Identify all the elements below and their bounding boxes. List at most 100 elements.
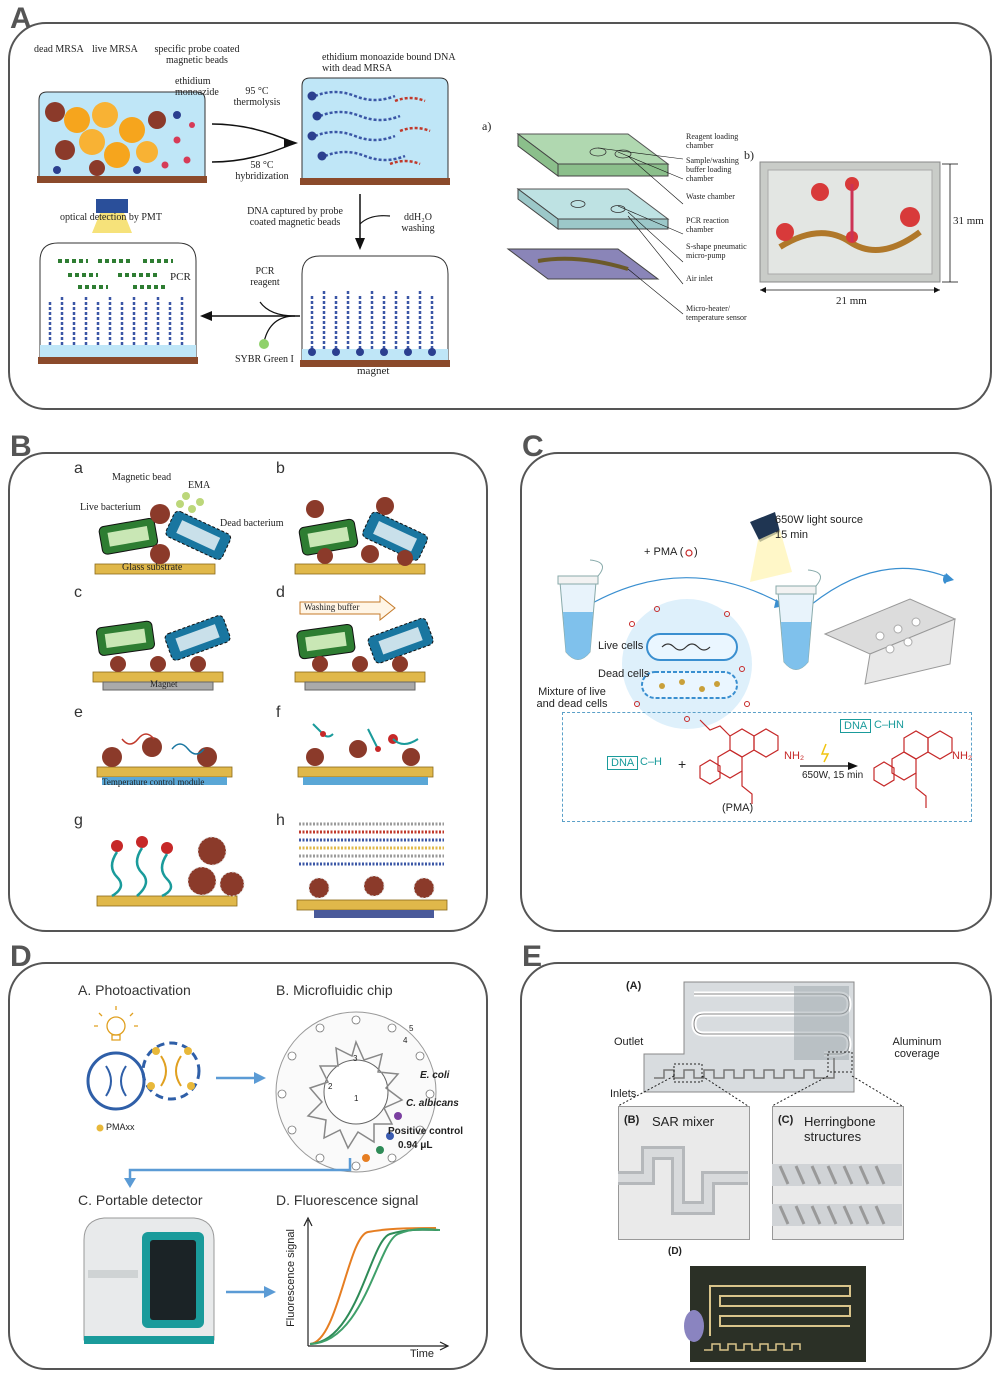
d-curve-green-2 bbox=[309, 1228, 441, 1345]
b-label-ema: EMA bbox=[188, 480, 211, 491]
d-label-ecoli: E. coli bbox=[420, 1070, 450, 1081]
c-dna-box-1: DNA bbox=[607, 756, 639, 770]
d-photoactivation bbox=[86, 1006, 201, 1132]
b-sub-c: c bbox=[74, 584, 82, 601]
a-chip-exploded bbox=[506, 133, 684, 315]
c-label-pma: + PMA ( bbox=[644, 546, 684, 558]
b-label-dead: Dead bacterium bbox=[220, 518, 284, 529]
e-label-b: (B) bbox=[624, 1114, 640, 1126]
b-label-magnet: Magnet bbox=[150, 679, 178, 689]
a-label-magnet: magnet bbox=[357, 365, 390, 377]
a-label-ema-dna: ethidium monoazide bound DNA with dead M… bbox=[322, 52, 456, 74]
c-label-light-time: 15 min bbox=[775, 529, 809, 541]
a-chip-label-6: Micro-heater/ temperature sensor bbox=[686, 304, 747, 322]
b-sub-f: f bbox=[276, 704, 281, 721]
a-label-sybr: SYBR Green I bbox=[235, 354, 294, 365]
e-label-aluminum: Aluminum coverage bbox=[892, 1036, 942, 1060]
b-step-h bbox=[296, 822, 448, 918]
c-nh2-2: NH₂ bbox=[952, 750, 973, 762]
a-chip-label-4: S-shape pneumatic micro-pump bbox=[686, 242, 747, 260]
b-label-live: Live bacterium bbox=[80, 502, 141, 513]
b-step-a bbox=[94, 492, 232, 575]
d-bulb-icon bbox=[94, 1006, 138, 1041]
e-chip-design bbox=[643, 981, 855, 1093]
d-header-b: B. Microfluidic chip bbox=[276, 982, 393, 998]
a-label-washing: ddH₂O washing bbox=[401, 212, 435, 234]
panel-c: 650W light source 15 min + PMA ( ) Mixtu… bbox=[520, 452, 992, 932]
panel-a: dead MRSA live MRSA specific probe coate… bbox=[8, 22, 992, 410]
a-label-ema: ethidium monoazide bbox=[175, 76, 219, 98]
c-pma-structure bbox=[699, 719, 779, 804]
panel-d: A. Photoactivation B. Microfluidic chip … bbox=[8, 962, 488, 1370]
c-pma-circle bbox=[685, 549, 693, 557]
d-arrow-elbow bbox=[124, 1158, 352, 1188]
e-label-d: (D) bbox=[668, 1246, 682, 1257]
a-container-2 bbox=[300, 77, 450, 185]
d-y-label: Fluorescence signal bbox=[284, 1229, 297, 1327]
a-sub-a: a) bbox=[482, 119, 492, 133]
d-arrow-right-2 bbox=[226, 1286, 276, 1298]
c-label-pma-close: ) bbox=[694, 546, 698, 558]
a-chip-label-1: Sample/washing buffer loading chamber bbox=[686, 156, 739, 183]
d-x-label: Time bbox=[410, 1348, 435, 1360]
c-chn-group: C–HN bbox=[874, 719, 904, 731]
d-header-d: D. Fluorescence signal bbox=[276, 1192, 419, 1208]
c-product-structure bbox=[873, 730, 953, 808]
c-label-mixture: Mixture of live and dead cells bbox=[536, 686, 608, 710]
d-curve-green-1 bbox=[309, 1228, 439, 1345]
b-step-b bbox=[294, 497, 428, 575]
e-herringbone bbox=[772, 1164, 902, 1226]
panel-label-b: B bbox=[10, 430, 32, 463]
d-portable-detector bbox=[83, 1217, 215, 1344]
d-num-3: 3 bbox=[353, 1054, 358, 1063]
d-header-a: A. Photoactivation bbox=[78, 982, 191, 998]
b-label-washing: Washing buffer bbox=[304, 602, 360, 612]
panel-label-d: D bbox=[10, 940, 32, 973]
d-label-volume: 0.94 μL bbox=[398, 1140, 433, 1151]
d-num-5: 5 bbox=[409, 1024, 414, 1033]
b-step-c bbox=[92, 615, 231, 691]
b-label-bead: Magnetic bead bbox=[112, 472, 172, 483]
e-zoom-lines bbox=[617, 1075, 903, 1107]
a-label-optical: optical detection by PMT bbox=[60, 212, 162, 223]
a-label-probe-beads: specific probe coated magnetic beads bbox=[154, 44, 240, 66]
a-dim-width: 21 mm bbox=[836, 295, 867, 307]
a-container-3 bbox=[300, 255, 450, 367]
a-label-dead-mrsa: dead MRSA bbox=[34, 44, 84, 55]
d-arrow-right bbox=[216, 1072, 266, 1084]
c-light-source-icon bbox=[750, 512, 792, 582]
b-label-temp: Temperature control module bbox=[102, 777, 205, 787]
c-reaction-box bbox=[562, 712, 972, 822]
d-curve-orange bbox=[309, 1227, 437, 1345]
c-plus: + bbox=[678, 756, 687, 772]
d-label-positive: Positive control bbox=[388, 1126, 464, 1137]
a-arrow-down bbox=[355, 194, 391, 250]
a-live-cells bbox=[64, 102, 158, 168]
c-reaction-arrow bbox=[800, 743, 858, 770]
e-label-c: (C) bbox=[778, 1114, 794, 1126]
panel-e: (A) Outlet Inlets Aluminum coverage (B) … bbox=[520, 962, 992, 1370]
d-chip-disc bbox=[275, 1011, 437, 1173]
b-step-e bbox=[96, 733, 233, 785]
b-sub-d: d bbox=[276, 584, 285, 601]
a-label-live-mrsa: live MRSA bbox=[92, 44, 138, 55]
c-label-light: 650W light source bbox=[775, 514, 864, 526]
b-sub-g: g bbox=[74, 812, 83, 829]
a-dim-height: 31 mm bbox=[953, 215, 984, 227]
e-label-sar: SAR mixer bbox=[652, 1114, 715, 1129]
d-label-calbicans: C. albicans bbox=[406, 1098, 459, 1109]
e-label-a: (A) bbox=[626, 980, 642, 992]
panel-label-c: C bbox=[522, 430, 544, 463]
a-container-4 bbox=[38, 199, 198, 364]
e-label-herring: Herringbone structures bbox=[804, 1114, 876, 1144]
a-arrow-left bbox=[200, 301, 300, 349]
a-chip-label-3: PCR reaction chamber bbox=[686, 216, 729, 234]
a-chip-label-0: Reagent loading chamber bbox=[686, 132, 739, 150]
d-label-pmaxx: PMAxx bbox=[106, 1122, 135, 1132]
a-chip-label-5: Air inlet bbox=[686, 274, 713, 283]
c-tube-1 bbox=[557, 559, 603, 660]
a-label-pcr-reagent: PCR reagent bbox=[250, 266, 280, 288]
a-chip-photo bbox=[759, 161, 941, 283]
a-dead-cells bbox=[45, 102, 166, 176]
c-cells bbox=[622, 599, 752, 729]
